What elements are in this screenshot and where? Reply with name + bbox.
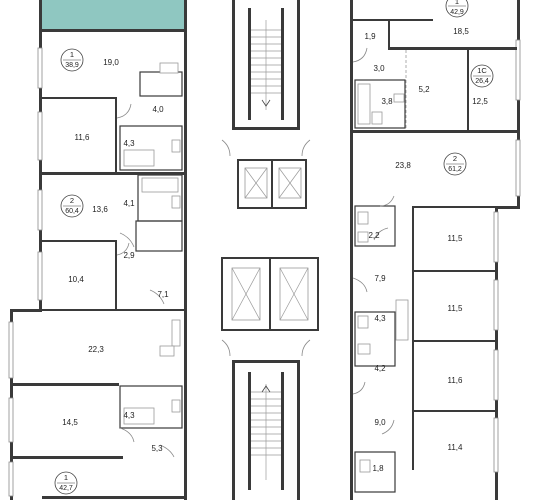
room-area-label: 19,0 <box>103 58 119 67</box>
room-area-label: 2,9 <box>123 251 135 260</box>
room-area-label: 1,8 <box>372 464 384 473</box>
room-area-label: 11,6 <box>448 376 464 385</box>
room-area-label: 14,5 <box>62 418 78 427</box>
apartment-marker-left-1[interactable]: 1 38,9 <box>60 48 84 72</box>
room-area-label: 22,3 <box>88 345 104 354</box>
room-area-label: 7,9 <box>374 274 386 283</box>
apartment-area: 60,4 <box>65 208 79 215</box>
room-area-label: 4,3 <box>374 314 386 323</box>
apartment-number: 2 <box>70 196 74 205</box>
room-area-label: 12,5 <box>472 97 488 106</box>
apartment-marker-right-2[interactable]: 2 61,2 <box>443 152 467 176</box>
room-area-label: 11,5 <box>448 304 464 313</box>
room-area-label: 4,3 <box>123 411 135 420</box>
room-area-label: 5,2 <box>418 85 430 94</box>
room-area-label: 11,5 <box>448 234 464 243</box>
room-area-label: 11,6 <box>75 133 91 142</box>
apartment-number: 1 <box>455 0 459 6</box>
room-area-label: 4,1 <box>123 199 135 208</box>
left-block <box>8 0 187 500</box>
highlighted-apartment[interactable] <box>41 0 184 29</box>
room-area-label: 1,9 <box>364 32 376 41</box>
apartment-number: 1С <box>477 66 487 75</box>
apartment-marker-right-top[interactable]: 1 42,9 <box>445 0 469 18</box>
room-area-label: 9,0 <box>374 418 386 427</box>
room-area-label: 10,4 <box>68 275 84 284</box>
apartment-number: 2 <box>453 154 457 163</box>
room-area-label: 4,3 <box>123 139 135 148</box>
apartment-marker-left-2[interactable]: 2 60,4 <box>60 194 84 218</box>
apartment-area: 42,9 <box>450 9 464 16</box>
apartment-number: 1 <box>64 473 68 482</box>
apartment-area: 61,2 <box>448 166 462 173</box>
building-core <box>221 0 319 500</box>
room-area-label: 3,0 <box>373 64 385 73</box>
room-area-label: 4,2 <box>374 364 386 373</box>
room-area-label: 4,0 <box>152 105 164 114</box>
room-area-label: 7,1 <box>157 290 169 299</box>
room-area-label: 23,8 <box>395 161 411 170</box>
apartment-number: 1 <box>70 50 74 59</box>
apartment-marker-left-bottom[interactable]: 1 42,7 <box>54 471 78 495</box>
right-block <box>350 0 521 500</box>
apartment-area: 42,7 <box>59 485 73 492</box>
room-area-label: 11,4 <box>448 443 464 452</box>
room-area-label: 13,6 <box>92 205 108 214</box>
room-area-label: 2,2 <box>368 231 380 240</box>
apartment-area: 26,4 <box>475 78 489 85</box>
room-area-label: 18,5 <box>453 27 469 36</box>
room-area-label: 3,8 <box>381 97 393 106</box>
room-area-label: 5,3 <box>151 444 163 453</box>
apartment-area: 38,9 <box>65 62 79 69</box>
apartment-marker-right-1c[interactable]: 1С 26,4 <box>470 64 494 88</box>
